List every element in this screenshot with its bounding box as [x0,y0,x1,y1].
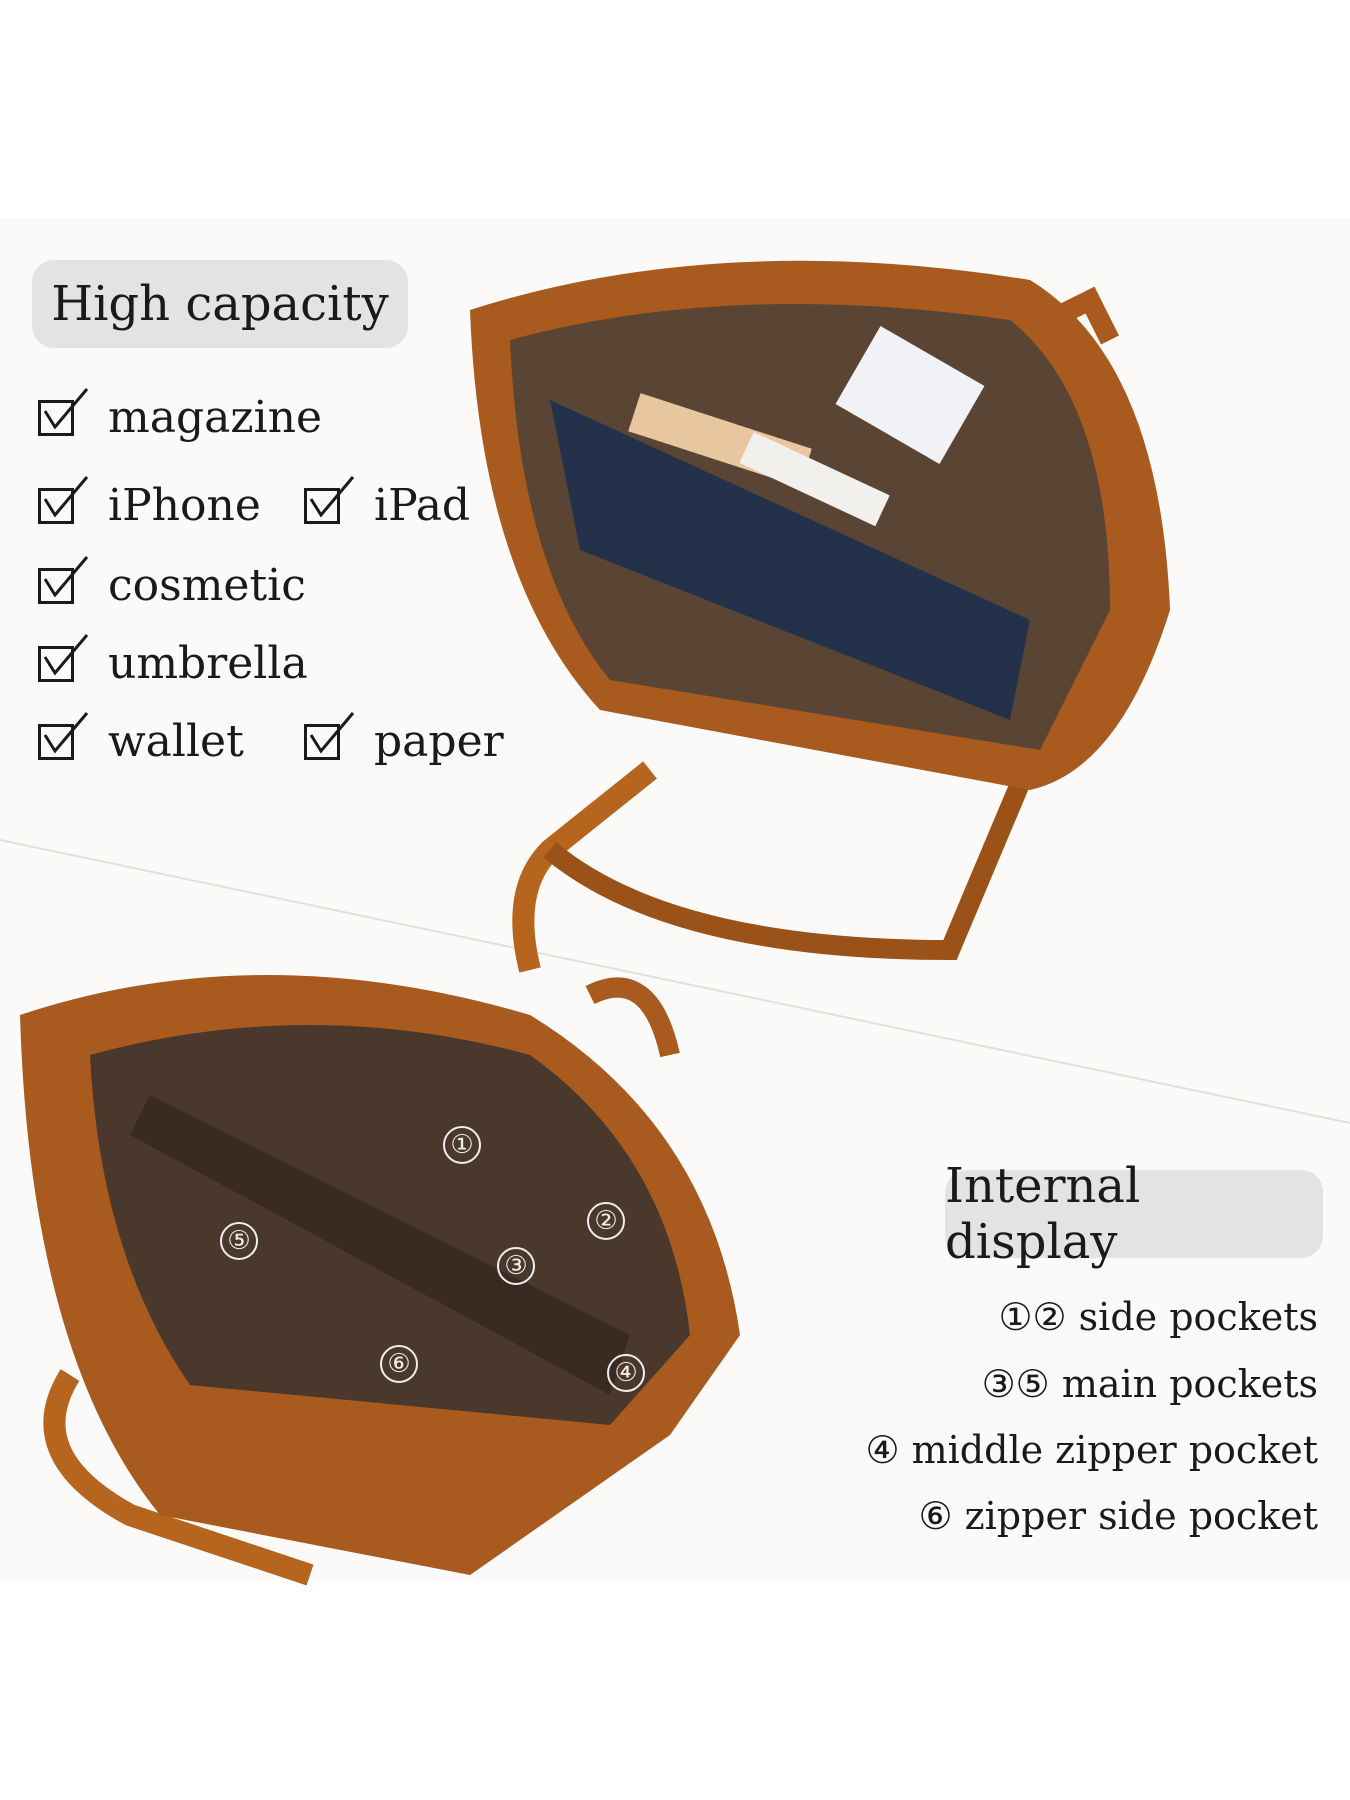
spec-middle-zipper-pocket: ④ middle zipper pocket [865,1428,1318,1472]
internal-display-title: Internal display [945,1158,1323,1270]
capacity-item-cosmetic: cosmetic [38,555,306,611]
pocket-marker-6: ⑥ [380,1345,418,1383]
pocket-marker-3: ③ [497,1247,535,1285]
capacity-item-paper: paper [304,711,504,767]
high-capacity-title: High capacity [32,260,408,348]
bag-top-image [470,260,1170,973]
checkbox-checked-icon [38,555,89,604]
capacity-item-umbrella: umbrella [38,633,308,689]
checkbox-checked-icon [38,711,89,760]
checkbox-checked-icon [304,475,355,524]
pocket-marker-1: ① [443,1126,481,1164]
capacity-item-iphone: iPhone [38,475,261,531]
capacity-item-wallet: wallet [38,711,244,767]
spec-side-pockets: ①② side pockets [998,1295,1318,1339]
pocket-marker-4: ④ [607,1354,645,1392]
checkbox-checked-icon [38,387,89,436]
checkbox-checked-icon [38,633,89,682]
capacity-item-ipad: iPad [304,475,470,531]
spec-main-pockets: ③⑤ main pockets [981,1362,1318,1406]
bag-bottom-image [20,975,740,1585]
spec-zipper-side-pocket: ⑥ zipper side pocket [918,1494,1318,1538]
checkbox-checked-icon [304,711,355,760]
pocket-marker-2: ② [587,1202,625,1240]
pocket-marker-5: ⑤ [220,1222,258,1260]
capacity-item-magazine: magazine [38,387,322,443]
divider-line [0,839,1350,1124]
checkbox-checked-icon [38,475,89,524]
